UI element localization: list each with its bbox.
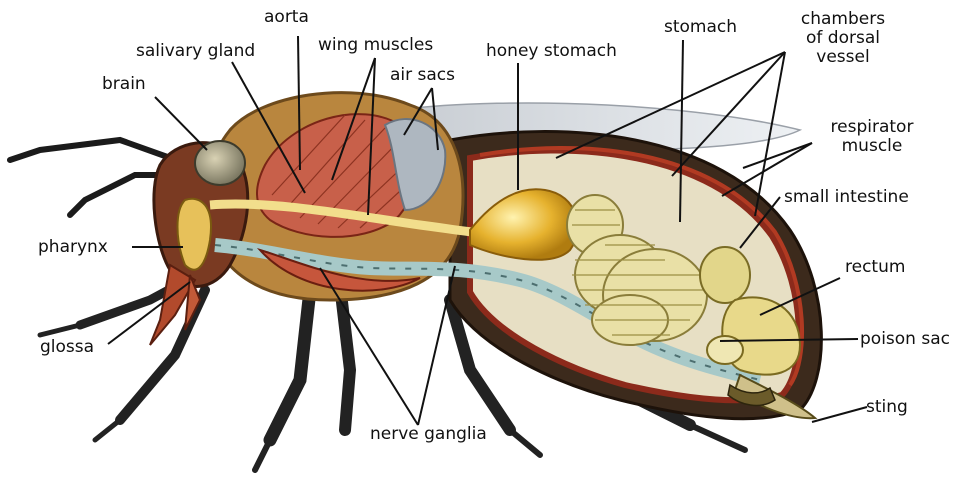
label-stomach: stomach	[664, 18, 737, 37]
label-air-sacs: air sacs	[390, 66, 455, 85]
label-honey-stomach: honey stomach	[486, 42, 617, 61]
label-pharynx: pharynx	[38, 238, 108, 257]
label-chambers-line-2: of dorsal	[788, 29, 898, 48]
label-wing-muscles: wing muscles	[318, 36, 433, 55]
label-chambers-of-dorsal-vessel: chambers of dorsal vessel	[788, 10, 898, 67]
label-sting: sting	[866, 398, 908, 417]
label-rectum: rectum	[845, 258, 905, 277]
label-respirator-muscle: respirator muscle	[812, 118, 932, 156]
label-glossa: glossa	[40, 338, 94, 357]
label-nerve-ganglia: nerve ganglia	[370, 425, 487, 444]
label-small-intestine: small intestine	[784, 188, 909, 207]
label-chambers-line-1: chambers	[788, 10, 898, 29]
label-respirator-line-2: muscle	[812, 137, 932, 156]
label-brain: brain	[102, 75, 146, 94]
label-chambers-line-3: vessel	[788, 48, 898, 67]
compound-eye	[195, 141, 245, 185]
label-poison-sac: poison sac	[860, 330, 950, 349]
label-respirator-line-1: respirator	[812, 118, 932, 137]
pharynx-shape	[178, 199, 211, 270]
small-intestine-shape	[700, 247, 750, 303]
label-aorta: aorta	[264, 8, 309, 27]
label-salivary-gland: salivary gland	[136, 42, 255, 61]
